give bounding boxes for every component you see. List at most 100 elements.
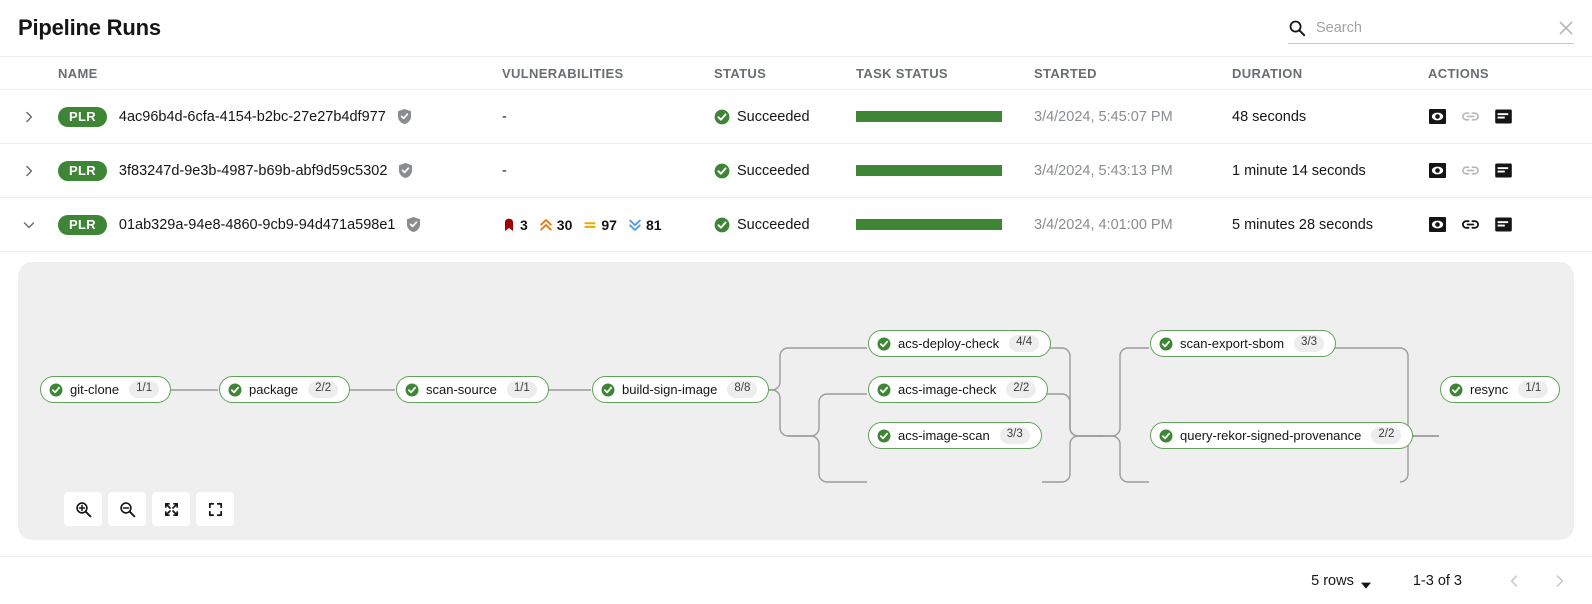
row-expand-toggle[interactable]	[0, 111, 58, 123]
graph-node-scan-source[interactable]: scan-source 1/1	[396, 376, 549, 403]
check-circle-icon	[1159, 429, 1173, 443]
graph-node-count: 8/8	[727, 381, 758, 398]
graph-node-count: 3/3	[999, 427, 1030, 444]
vuln-critical: 3	[502, 217, 528, 233]
check-circle-icon	[405, 383, 419, 397]
graph-node-label: acs-image-scan	[898, 428, 990, 443]
table-header-row: NAME VULNERABILITIES STATUS TASK STATUS …	[0, 56, 1592, 90]
chevron-down-icon[interactable]	[23, 219, 35, 231]
duration-cell: 5 minutes 28 seconds	[1232, 216, 1374, 233]
check-circle-icon	[1159, 337, 1173, 351]
graph-node-acs-image-scan[interactable]: acs-image-scan 3/3	[868, 422, 1042, 449]
vuln-moderate-count: 97	[601, 216, 617, 233]
check-circle-icon	[49, 383, 63, 397]
status-cell: Succeeded	[714, 163, 856, 179]
graph-node-label: acs-deploy-check	[898, 336, 1000, 351]
shield-check-icon	[396, 108, 413, 125]
graph-node-label: scan-source	[426, 382, 497, 397]
eye-icon[interactable]	[1428, 215, 1447, 234]
graph-node-count: 2/2	[1006, 381, 1037, 398]
graph-node-label: git-clone	[70, 382, 120, 397]
status-cell: Succeeded	[714, 217, 856, 233]
task-status-bar	[856, 165, 1002, 176]
graph-node-scan-export-sbom[interactable]: scan-export-sbom 3/3	[1150, 330, 1337, 357]
graph-node-count: 2/2	[1371, 427, 1402, 444]
table-row[interactable]: PLR 4ac96b4d-6cfa-4154-b2bc-27e27b4df977…	[0, 90, 1592, 144]
vulnerabilities-cell: -	[502, 109, 714, 125]
graph-node-acs-image-check[interactable]: acs-image-check 2/2	[868, 376, 1049, 403]
chevron-left-icon[interactable]	[1508, 573, 1520, 589]
reset-view-button[interactable]	[196, 492, 234, 526]
vuln-critical-count: 3	[520, 216, 528, 233]
run-name-link[interactable]: 01ab329a-94e8-4860-9cb9-94d471a598e1	[118, 216, 396, 233]
table-row[interactable]: PLR 01ab329a-94e8-4860-9cb9-94d471a598e1…	[0, 198, 1592, 252]
zoom-in-button[interactable]	[64, 492, 102, 526]
severity-important-icon	[539, 218, 553, 232]
shield-check-icon	[405, 216, 422, 233]
vulnerabilities-cell: -	[502, 163, 714, 179]
graph-node-label: acs-image-check	[898, 382, 997, 397]
link-icon[interactable]	[1461, 107, 1480, 126]
link-icon[interactable]	[1461, 215, 1480, 234]
log-icon[interactable]	[1494, 161, 1513, 180]
link-icon[interactable]	[1461, 161, 1480, 180]
vulnerabilities-empty: -	[502, 162, 507, 179]
fit-to-screen-button[interactable]	[152, 492, 190, 526]
kind-badge: PLR	[58, 106, 107, 127]
zoom-out-button[interactable]	[108, 492, 146, 526]
check-circle-icon	[877, 429, 891, 443]
graph-node-count: 1/1	[506, 381, 537, 398]
chevron-right-icon[interactable]	[23, 111, 35, 123]
table-row[interactable]: PLR 3f83247d-9e3b-4987-b69b-abf9d59c5302…	[0, 144, 1592, 198]
check-circle-icon	[714, 217, 730, 233]
graph-node-count: 3/3	[1294, 335, 1325, 352]
actions-cell	[1428, 215, 1592, 234]
graph-node-acs-deploy-check[interactable]: acs-deploy-check 4/4	[868, 330, 1052, 357]
duration-cell: 1 minute 14 seconds	[1232, 162, 1366, 179]
row-expand-toggle[interactable]	[0, 165, 58, 177]
column-header-actions: ACTIONS	[1428, 65, 1489, 81]
graph-node-package[interactable]: package 2/2	[219, 376, 351, 403]
vuln-low: 81	[628, 217, 662, 233]
kind-badge: PLR	[58, 214, 107, 235]
vuln-important: 30	[539, 217, 572, 233]
caret-down-icon[interactable]	[1360, 577, 1371, 589]
eye-icon[interactable]	[1428, 107, 1447, 126]
severity-moderate-icon	[583, 218, 597, 232]
search-box[interactable]	[1288, 12, 1574, 44]
column-header-vulnerabilities: VULNERABILITIES	[502, 65, 624, 81]
graph-node-count: 1/1	[129, 381, 160, 398]
status-cell: Succeeded	[714, 109, 856, 125]
check-circle-icon	[877, 383, 891, 397]
page-title: Pipeline Runs	[18, 15, 161, 40]
graph-node-resync[interactable]: resync 1/1	[1440, 376, 1561, 403]
table-footer: 5 rows 1-3 of 3	[0, 556, 1592, 604]
started-cell: 3/4/2024, 4:01:00 PM	[1034, 216, 1173, 233]
started-cell: 3/4/2024, 5:45:07 PM	[1034, 108, 1173, 125]
duration-cell: 48 seconds	[1232, 108, 1307, 125]
eye-icon[interactable]	[1428, 161, 1447, 180]
close-icon[interactable]	[1558, 20, 1574, 36]
column-header-name: NAME	[58, 65, 98, 81]
run-name-link[interactable]: 4ac96b4d-6cfa-4154-b2bc-27e27b4df977	[118, 108, 386, 125]
vulnerabilities-empty: -	[502, 108, 507, 125]
graph-node-git-clone[interactable]: git-clone 1/1	[40, 376, 172, 403]
chevron-right-icon[interactable]	[23, 165, 35, 177]
graph-node-build-sign-image[interactable]: build-sign-image 8/8	[592, 376, 770, 403]
run-name-link[interactable]: 3f83247d-9e3b-4987-b69b-abf9d59c5302	[118, 162, 388, 179]
search-input[interactable]	[1316, 19, 1552, 36]
run-name-cell[interactable]: PLR 3f83247d-9e3b-4987-b69b-abf9d59c5302	[58, 160, 502, 181]
row-expand-toggle[interactable]	[0, 219, 58, 231]
log-icon[interactable]	[1494, 107, 1513, 126]
zoom-out-icon	[119, 501, 136, 518]
rows-per-page-select[interactable]: 5 rows	[1311, 573, 1371, 589]
column-header-task-status: TASK STATUS	[856, 65, 948, 81]
graph-node-query-rekor-signed-provenance[interactable]: query-rekor-signed-provenance 2/2	[1150, 422, 1414, 449]
run-name-cell[interactable]: PLR 4ac96b4d-6cfa-4154-b2bc-27e27b4df977	[58, 106, 502, 127]
status-label: Succeeded	[737, 162, 810, 179]
graph-node-label: scan-export-sbom	[1180, 336, 1285, 351]
chevron-right-icon[interactable]	[1554, 573, 1566, 589]
pagination-range: 1-3 of 3	[1412, 572, 1462, 589]
run-name-cell[interactable]: PLR 01ab329a-94e8-4860-9cb9-94d471a598e1	[58, 214, 502, 235]
log-icon[interactable]	[1494, 215, 1513, 234]
